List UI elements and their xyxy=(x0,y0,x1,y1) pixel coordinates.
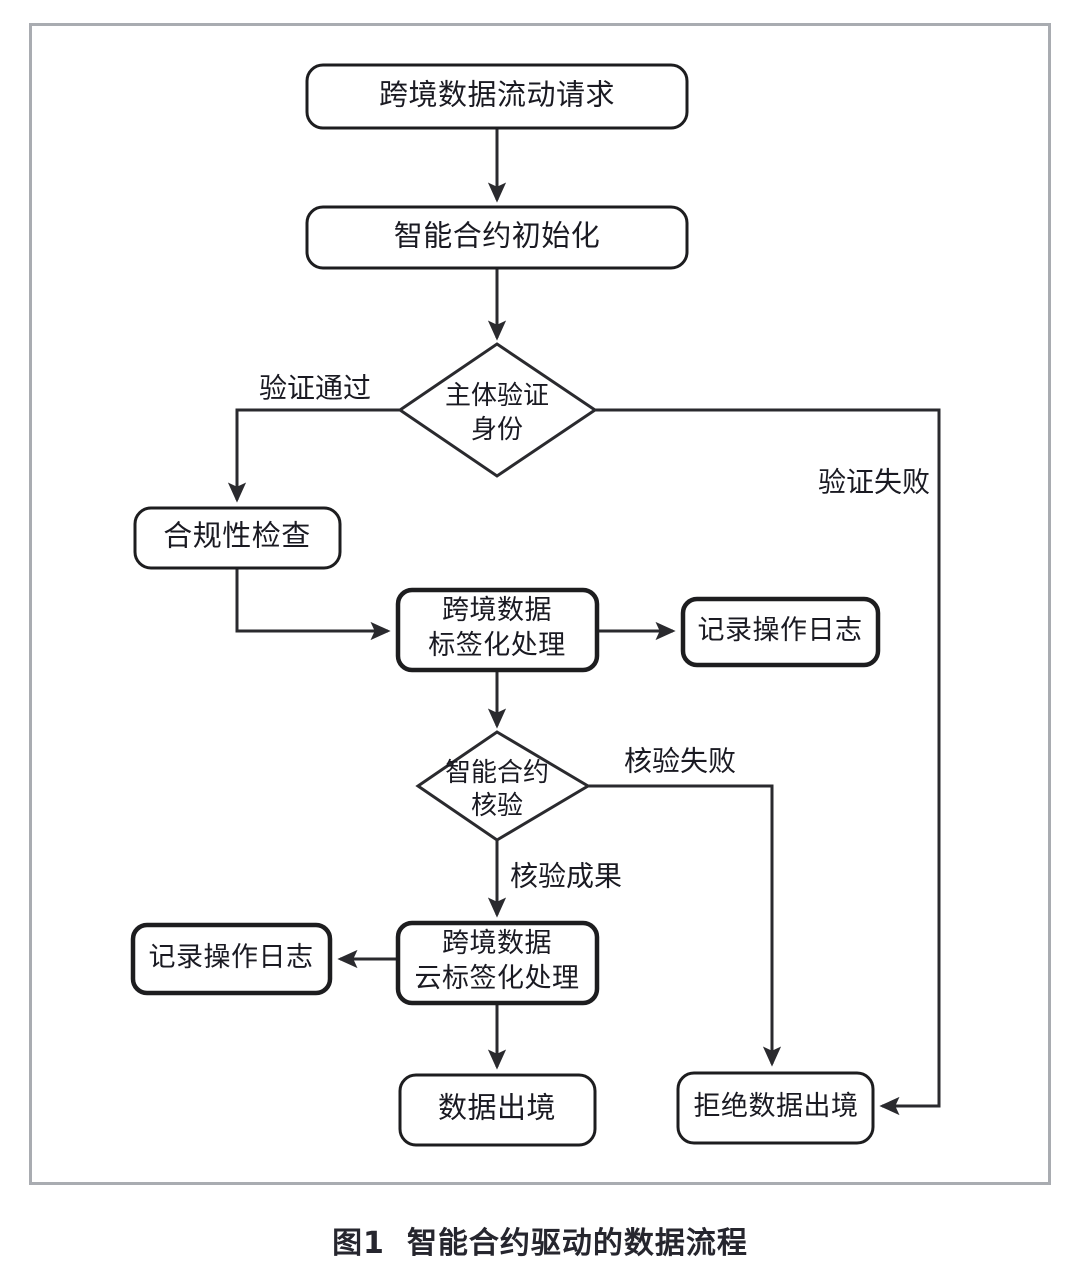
node-contract-verify-label-line1: 智能合约 xyxy=(445,758,549,787)
node-identity-check-shape xyxy=(397,342,598,478)
node-request-label: 跨境数据流动请求 xyxy=(379,79,615,112)
node-request-shape xyxy=(305,63,689,130)
node-cloud-tagging-shape xyxy=(395,920,600,1006)
node-compliance-check-label: 合规性检查 xyxy=(163,520,311,553)
edge-label-check-success: 核验成果 xyxy=(510,860,622,892)
node-contract-verify[interactable]: 智能合约 核验 xyxy=(415,730,591,842)
figure-caption-title: 智能合约驱动的数据流程 xyxy=(406,1226,748,1261)
flowchart-canvas: 跨境数据流动请求 智能合约初始化 主体验证 身份 合规性检查 跨境数据 标签化处… xyxy=(130,63,941,1147)
node-tagging-label-line2: 标签化处理 xyxy=(428,630,566,660)
figure-caption-number: 图1 xyxy=(332,1226,385,1261)
node-compliance-check-shape xyxy=(133,506,342,570)
node-identity-check-label-line2: 身份 xyxy=(471,415,523,444)
node-compliance-check[interactable]: 合规性检查 xyxy=(133,506,342,570)
node-contract-init-shape xyxy=(305,205,689,270)
node-contract-verify-shape xyxy=(415,730,591,842)
figure-caption: 图1 智能合约驱动的数据流程 xyxy=(0,1218,1080,1262)
node-tagging[interactable]: 跨境数据 标签化处理 xyxy=(395,587,600,673)
node-log-bottom[interactable]: 记录操作日志 xyxy=(130,922,333,996)
edge-label-verify-fail: 验证失败 xyxy=(818,466,930,498)
node-data-export[interactable]: 数据出境 xyxy=(398,1073,597,1147)
edge-identity-pass-to-compliance xyxy=(227,408,400,503)
node-tagging-shape xyxy=(395,587,600,673)
edge-label-check-fail: 核验失败 xyxy=(624,745,736,777)
node-log-bottom-shape xyxy=(130,922,333,996)
node-identity-check[interactable]: 主体验证 身份 xyxy=(397,342,598,478)
node-log-bottom-label: 记录操作日志 xyxy=(149,942,314,972)
node-contract-init-label: 智能合约初始化 xyxy=(394,220,601,253)
node-cloud-tagging-label-line2: 云标签化处理 xyxy=(415,963,580,993)
node-log-top-label: 记录操作日志 xyxy=(698,615,863,645)
node-log-top[interactable]: 记录操作日志 xyxy=(680,596,881,668)
node-tagging-label-line1: 跨境数据 xyxy=(442,595,552,625)
node-contract-init[interactable]: 智能合约初始化 xyxy=(305,205,689,270)
node-data-rejected-label: 拒绝数据出境 xyxy=(694,1091,859,1121)
edge-identity-fail-to-rejected xyxy=(595,408,941,1116)
edge-compliance-to-tagging xyxy=(235,568,391,641)
edge-label-verify-pass: 验证通过 xyxy=(259,372,371,404)
node-request[interactable]: 跨境数据流动请求 xyxy=(305,63,689,130)
node-identity-check-label-line1: 主体验证 xyxy=(445,381,549,410)
node-data-export-shape xyxy=(398,1073,597,1147)
node-data-rejected[interactable]: 拒绝数据出境 xyxy=(676,1071,875,1145)
node-cloud-tagging[interactable]: 跨境数据 云标签化处理 xyxy=(395,920,600,1006)
edge-verify-fail-to-rejected xyxy=(588,784,782,1067)
node-contract-verify-label-line2: 核验 xyxy=(471,791,523,820)
node-data-rejected-shape xyxy=(676,1071,875,1145)
node-log-top-shape xyxy=(680,596,881,668)
node-data-export-label: 数据出境 xyxy=(438,1092,556,1125)
node-cloud-tagging-label-line1: 跨境数据 xyxy=(442,928,552,958)
